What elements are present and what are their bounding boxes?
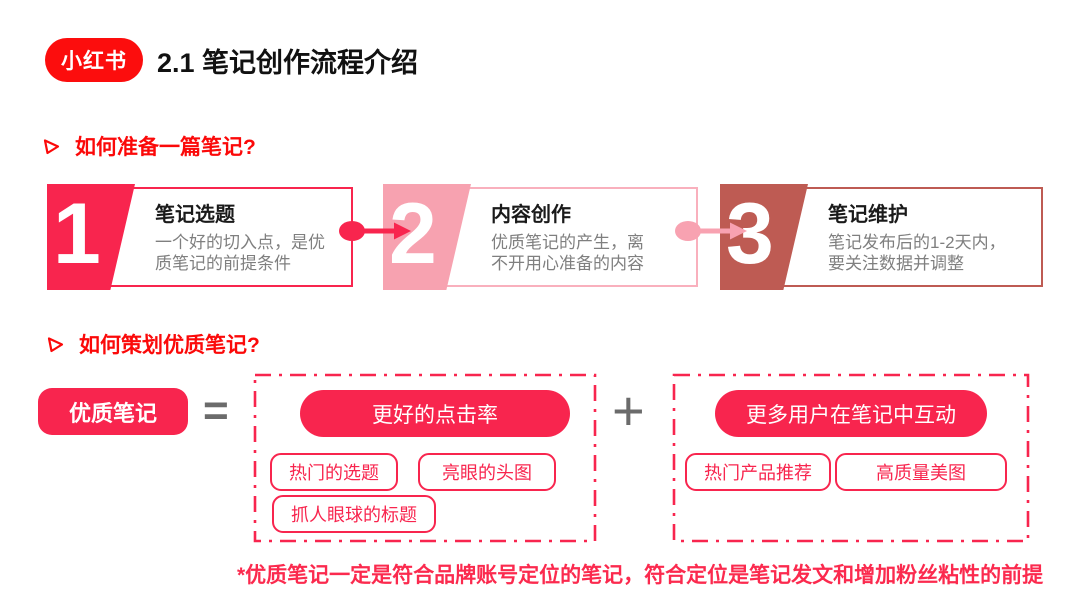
result-pill: 优质笔记 [38, 388, 188, 435]
tag-hot-topic: 热门的选题 [270, 453, 398, 491]
dashed-border [672, 373, 1030, 543]
step-description: 优质笔记的产生，离 不开用心准备的内容 [491, 233, 644, 273]
logo-text: 小红书 [61, 50, 127, 73]
section1-heading: 如何准备一篇笔记? [42, 131, 256, 161]
xiaohongshu-logo: 小红书 [45, 38, 143, 82]
step-number: 2 [389, 186, 437, 282]
section1-heading-label: 如何准备一篇笔记? [75, 136, 256, 159]
step-description: 笔记发布后的1-2天内， 要关注数据并调整 [828, 233, 1006, 273]
result-label: 优质笔记 [68, 400, 157, 426]
factor-group-interaction: 更多用户在笔记中互动 热门产品推荐 高质量美图 [672, 373, 1030, 543]
step-text: 笔记维护 笔记发布后的1-2天内， 要关注数据并调整 [828, 198, 1035, 274]
plus-sign: + [612, 379, 645, 442]
tag-quality-photo: 高质量美图 [835, 453, 1007, 491]
group1-header-label: 更好的点击率 [372, 403, 498, 427]
step-title: 笔记选题 [155, 204, 235, 226]
page-title: 2.1 笔记创作流程介绍 [157, 47, 419, 78]
header: 小红书 2.1 笔记创作流程介绍 [45, 38, 418, 82]
step-number-block: 3 [720, 184, 808, 290]
step-title: 内容创作 [491, 204, 571, 226]
group2-header-pill: 更多用户在笔记中互动 [715, 390, 987, 437]
step-card-3: 3 笔记维护 笔记发布后的1-2天内， 要关注数据并调整 [720, 184, 1043, 290]
step-card-2: 2 内容创作 优质笔记的产生，离 不开用心准备的内容 [383, 184, 698, 290]
tag-eyecatching-cover: 亮眼的头图 [418, 453, 556, 491]
section2-heading-label: 如何策划优质笔记? [79, 334, 260, 357]
arrow-bullet-icon [43, 138, 60, 154]
step-number: 3 [726, 186, 774, 282]
step-card-1: 1 笔记选题 一个好的切入点，是优 质笔记的前提条件 [47, 184, 353, 290]
equals-sign: = [203, 386, 229, 435]
step-description: 一个好的切入点，是优 质笔记的前提条件 [155, 233, 325, 273]
step-text: 笔记选题 一个好的切入点，是优 质笔记的前提条件 [155, 198, 345, 274]
factor-group-clickrate: 更好的点击率 热门的选题 亮眼的头图 抓人眼球的标题 [253, 373, 597, 543]
group2-header-label: 更多用户在笔记中互动 [746, 403, 956, 427]
step-text: 内容创作 优质笔记的产生，离 不开用心准备的内容 [491, 198, 690, 274]
tag-catchy-title: 抓人眼球的标题 [272, 495, 436, 533]
tag-hot-product: 热门产品推荐 [685, 453, 831, 491]
arrow-bullet-icon [47, 336, 64, 352]
step-title: 笔记维护 [828, 204, 908, 226]
step-number-block: 2 [383, 184, 471, 290]
group1-header-pill: 更好的点击率 [300, 390, 570, 437]
dashed-border [253, 373, 597, 543]
footnote: *优质笔记一定是符合品牌账号定位的笔记，符合定位是笔记发文和增加粉丝粘性的前提 [237, 564, 1044, 587]
step-number-block: 1 [47, 184, 135, 290]
section2-heading: 如何策划优质笔记? [46, 329, 260, 359]
step-number: 1 [53, 186, 101, 282]
